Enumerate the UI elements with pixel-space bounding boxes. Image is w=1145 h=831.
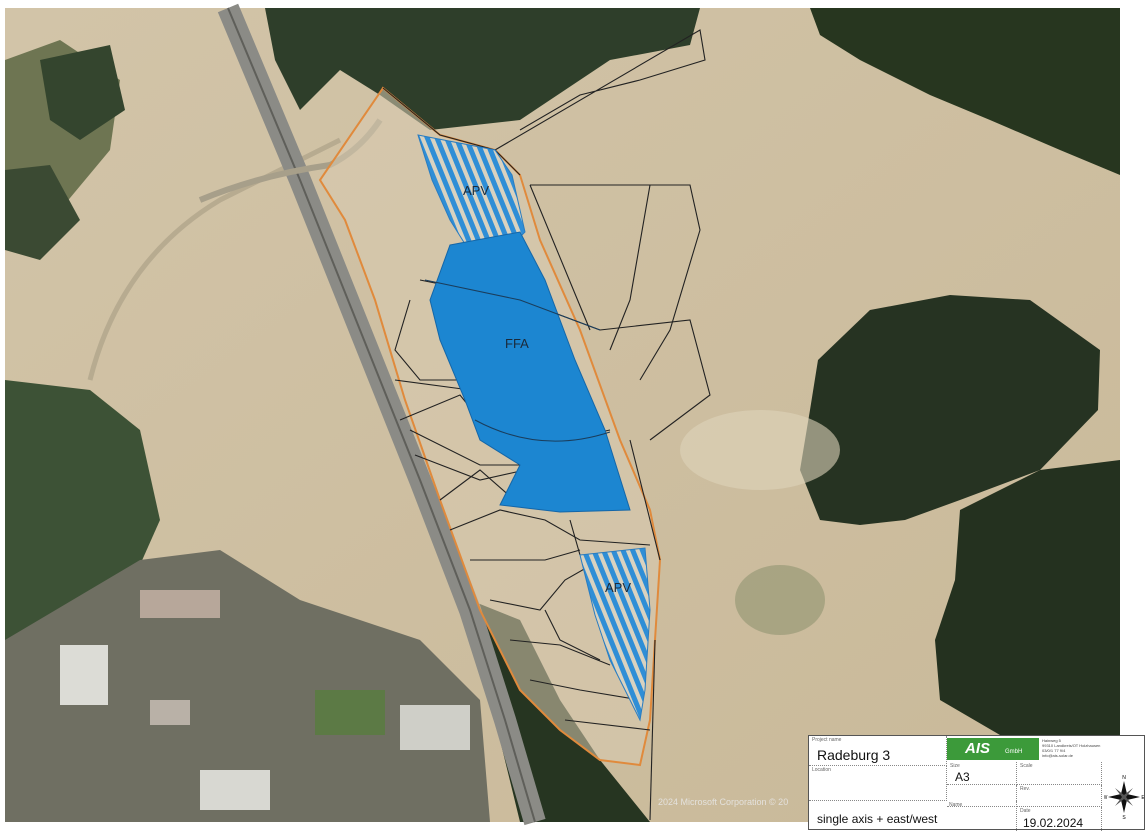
parcel-lines [382,29,711,821]
apv-north-label: APV [463,183,489,198]
field-patch [735,565,825,635]
address-line: info@ais-solar.de [1042,753,1073,758]
apv-south-label: APV [605,580,631,595]
address-line: 03/0/1 77 9/4 [1042,748,1066,753]
project-name-cell: Project name Radeburg 3 [809,736,947,766]
name-caption: Name [949,802,963,808]
compass-north: N [1122,775,1126,781]
blank-cell [947,785,1017,807]
revision-caption: Rev. [1020,786,1030,792]
format-caption: Size [950,763,960,769]
field-patch [680,410,840,490]
revision-cell: Rev. [1017,785,1102,807]
date-caption: Date [1020,808,1031,814]
sports-field [315,690,385,735]
forest-north [265,8,700,130]
location-caption: Location [812,767,831,773]
forest-northeast [810,8,1120,175]
town-area [5,550,490,822]
trees-west-middle [5,165,80,260]
scale-caption: Scale [1020,763,1033,769]
building [400,705,470,750]
building [150,700,190,725]
logo-text: AIS [965,740,991,757]
compass-east: E [1141,795,1144,801]
company-logo: AIS GmbH [947,738,1039,760]
scale-cell: Scale [1017,762,1102,785]
ffa-internal-line [424,279,601,331]
trees-northwest [40,45,125,140]
ffa-label: FFA [505,336,529,351]
drawing-date: 19.02.2024 [1023,816,1084,830]
company-address: Hainweg 5 99310 Landkreis/OT Holzhausen … [1042,738,1102,758]
compass-south: S [1122,815,1126,821]
format-cell: Size A3 [947,762,1017,785]
forest-southeast [935,460,1120,735]
building [200,770,270,810]
paper-format: A3 [955,770,970,784]
logo-subtext: GmbH [1005,749,1023,755]
compass-west: W [1104,795,1108,801]
highway-median [227,7,536,823]
ffa-internal-line [474,419,611,442]
apv-zone-south[interactable] [579,547,651,722]
field-road [87,137,342,381]
ffa-zone[interactable] [429,231,631,513]
compass-rose-icon: N E S W [1104,775,1144,821]
copyright-notice: 2024 Microsoft Corporation © 20 [658,797,788,807]
location-cell: Location [809,766,947,801]
address-line: 99310 Landkreis/OT Holzhausen [1042,743,1101,748]
system-description: single axis + east/west [817,812,938,826]
date-cell: Date 19.02.2024 [1017,807,1102,831]
title-block: Project name Radeburg 3 AIS GmbH Hainweg… [808,735,1145,831]
project-name: Radeburg 3 [817,747,891,763]
system-cell: Name single axis + east/west [809,801,1017,831]
forest-east [800,295,1100,525]
address-line: Hainweg 5 [1042,738,1061,743]
building [140,590,220,618]
building [60,645,108,705]
project-name-caption: Project name [812,737,842,743]
